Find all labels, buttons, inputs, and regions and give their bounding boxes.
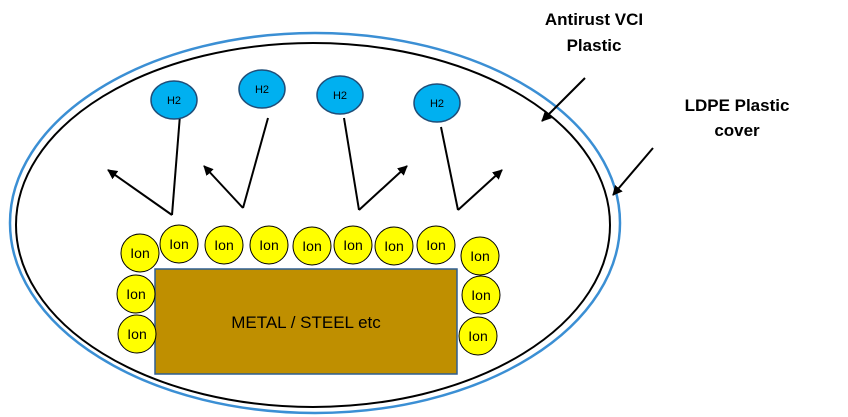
h2-line-3 (343, 117, 360, 211)
ion: Ion (249, 225, 289, 265)
h2-molecule: H2 (413, 83, 461, 123)
ion: Ion (204, 225, 244, 265)
svg-text:Antirust VCI: Antirust VCI (545, 10, 643, 29)
h2-emission-lines (107, 114, 503, 216)
ion-top-row: Ion Ion Ion Ion Ion Ion Ion (159, 224, 456, 266)
vci-plastic-ellipse (15, 42, 611, 408)
svg-text:Ion: Ion (259, 237, 278, 253)
svg-text:Ion: Ion (343, 237, 362, 253)
svg-text:Ion: Ion (127, 326, 146, 342)
ldpe-cover-ellipse (8, 31, 622, 415)
svg-text:Ion: Ion (468, 328, 487, 344)
ion: Ion (461, 275, 501, 315)
svg-text:H2: H2 (255, 84, 269, 96)
svg-text:Plastic: Plastic (567, 36, 622, 55)
arrow-3 (358, 165, 408, 211)
svg-text:H2: H2 (333, 90, 347, 102)
ion: Ion (117, 314, 157, 354)
svg-text:H2: H2 (167, 95, 181, 107)
metal-block (154, 268, 458, 375)
vci-label: Antirust VCI Plastic (545, 10, 643, 55)
ldpe-label: LDPE Plastic cover (685, 96, 790, 140)
svg-text:Ion: Ion (471, 287, 490, 303)
ion: Ion (416, 225, 456, 265)
h2-molecule: H2 (316, 75, 364, 115)
svg-text:Ion: Ion (214, 237, 233, 253)
arrow-2 (203, 165, 244, 209)
ion: Ion (374, 226, 414, 266)
svg-text:Ion: Ion (130, 245, 149, 261)
h2-molecule: H2 (150, 80, 198, 120)
h2-line-4 (440, 126, 459, 211)
metal-label: METAL / STEEL etc (231, 313, 381, 332)
svg-text:Ion: Ion (126, 286, 145, 302)
h2-line-1 (171, 114, 181, 216)
ion: Ion (116, 274, 156, 314)
svg-text:Ion: Ion (470, 248, 489, 264)
ion: Ion (159, 224, 199, 264)
ion-right-column: Ion Ion Ion (458, 236, 501, 356)
vci-callout-arrow (541, 77, 586, 122)
svg-text:H2: H2 (430, 98, 444, 110)
ion: Ion (458, 316, 498, 356)
ion: Ion (292, 226, 332, 266)
ion: Ion (333, 225, 373, 265)
svg-text:Ion: Ion (426, 237, 445, 253)
ion: Ion (460, 236, 500, 276)
arrow-4 (457, 169, 503, 211)
ion-left-column: Ion Ion Ion (116, 233, 160, 354)
svg-text:Ion: Ion (302, 238, 321, 254)
h2-molecule: H2 (238, 69, 286, 109)
arrow-1 (107, 169, 173, 216)
svg-text:cover: cover (714, 121, 760, 140)
svg-text:Ion: Ion (384, 238, 403, 254)
ion: Ion (120, 233, 160, 273)
svg-text:Ion: Ion (169, 236, 188, 252)
ldpe-callout-arrow (612, 147, 654, 196)
svg-text:LDPE Plastic: LDPE Plastic (685, 96, 790, 115)
h2-line-2 (242, 117, 269, 209)
